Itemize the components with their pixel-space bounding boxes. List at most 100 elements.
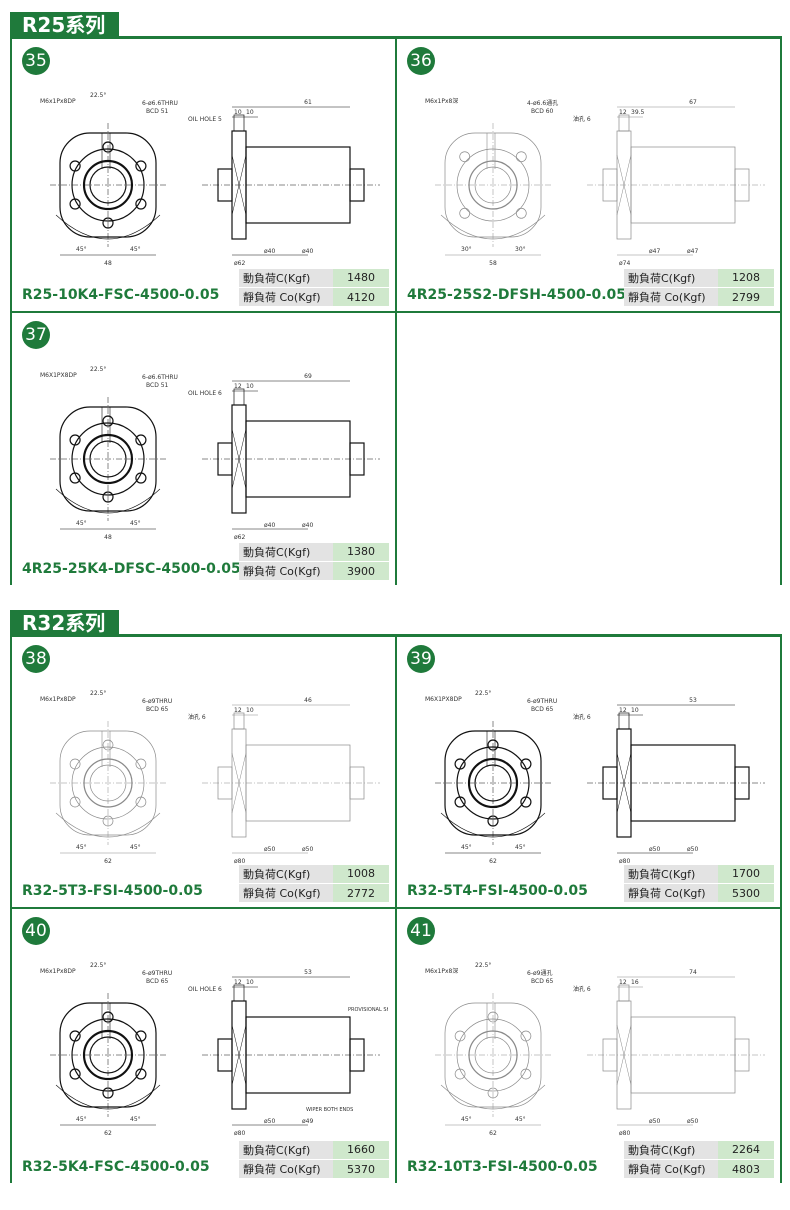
front-view [50,397,166,530]
angle-label: 22.5° [90,690,106,697]
bcd-label: BCD 65 [531,978,554,985]
front-view [50,123,166,256]
static-load-label: 靜負荷 Co(Kgf) [624,883,718,903]
dimension-label: 12 [619,109,627,116]
dimension-label: 10 [234,109,242,116]
oil-hole-label: OIL HOLE 5 [188,116,222,123]
side-view [202,704,380,854]
diameter-label: ø62 [234,260,245,267]
width-dimension-label: 48 [104,260,112,267]
diameter-label: ø74 [619,260,630,267]
dimension-label: 12 [234,383,242,390]
diameter-label: ø50 [302,846,313,853]
dimension-label: 10 [631,707,639,714]
front-view [435,993,551,1126]
side-view [202,380,380,530]
oil-hole-label: 油孔 6 [573,985,591,993]
angle-label: 30° [515,246,526,253]
bcd-label: BCD 65 [531,706,554,713]
angle-label: 22.5° [475,962,491,969]
bcd-label: BCD 65 [146,978,169,985]
dynamic-load-value: 1700 [718,864,774,884]
dynamic-load-label: 動負荷C(Kgf) [239,864,333,884]
dynamic-load-value: 1660 [333,1140,389,1160]
length-dimension-label: 46 [304,697,312,704]
angle-label: 22.5° [475,690,491,697]
length-dimension-label: 53 [304,969,312,976]
oil-hole-label: OIL HOLE 6 [188,390,222,397]
item-number-badge: 38 [22,645,50,673]
holes-spec-label: 4-ø6.6通孔 [527,99,558,107]
diameter-label: ø50 [649,1118,660,1125]
angle-label: 45° [130,246,141,253]
length-dimension-label: 61 [304,99,312,106]
angle-label: 45° [130,1116,141,1123]
model-number: R25-10K4-FSC-4500-0.05 [22,287,220,303]
length-dimension-label: 67 [689,99,697,106]
dimension-label: 16 [631,979,639,986]
diameter-label: ø47 [687,248,698,255]
side-view [202,106,380,256]
diameter-label: ø40 [264,522,275,529]
static-load-row: 靜負荷 Co(Kgf)2799 [624,287,774,307]
static-load-row: 靜負荷 Co(Kgf)5300 [624,883,774,903]
static-load-label: 靜負荷 Co(Kgf) [624,1159,718,1179]
static-load-label: 靜負荷 Co(Kgf) [624,287,718,307]
width-dimension-label: 62 [104,1130,112,1137]
front-view [50,721,166,854]
holes-spec-label: 6-ø9THRU [142,970,172,977]
length-dimension-label: 53 [689,697,697,704]
dynamic-load-value: 1208 [718,268,774,288]
dimension-label: 12 [234,979,242,986]
holes-spec-label: 6-ø9THRU [527,698,557,705]
dimension-label: 12 [234,707,242,714]
holes-spec-label: 6-ø6.6THRU [142,100,178,107]
diameter-label: ø80 [619,858,630,865]
item-number-badge: 35 [22,47,50,75]
angle-label: 30° [461,246,472,253]
holes-spec-label: 6-ø9通孔 [527,969,552,977]
dynamic-load-row: 動負荷C(Kgf)1480 [239,268,389,288]
angle-label: 22.5° [90,962,106,969]
dynamic-load-label: 動負荷C(Kgf) [624,1140,718,1160]
bcd-label: BCD 60 [531,108,554,115]
thread-spec-label: M6X1PX8DP [425,696,462,703]
oil-hole-label: OIL HOLE 6 [188,986,222,993]
dimension-label: 12 [619,707,627,714]
dimension-label: 10 [246,109,254,116]
side-view [587,976,765,1126]
series-title-r25: R25系列 [10,12,120,38]
note-label: PROVISIONAL SHAFT [348,1007,388,1013]
width-dimension-label: 58 [489,260,497,267]
static-load-row: 靜負荷 Co(Kgf)4120 [239,287,389,307]
side-view [202,976,380,1126]
model-number: R32-5T4-FSI-4500-0.05 [407,883,588,899]
diameter-label: ø80 [619,1130,630,1137]
width-dimension-label: 62 [489,1130,497,1137]
thread-spec-label: M6x1Px8DP [40,98,76,105]
thread-spec-label: M6x1Px8深 [425,967,458,975]
thread-spec-label: M6x1Px8DP [40,696,76,703]
item-number-badge: 40 [22,917,50,945]
dimension-label: 10 [246,979,254,986]
static-load-label: 靜負荷 Co(Kgf) [239,883,333,903]
thread-spec-label: M6x1Px8DP [40,968,76,975]
diameter-label: ø50 [687,1118,698,1125]
angle-label: 22.5° [90,92,106,99]
angle-label: 45° [76,1116,87,1123]
side-view [587,106,765,256]
dynamic-load-value: 1008 [333,864,389,884]
